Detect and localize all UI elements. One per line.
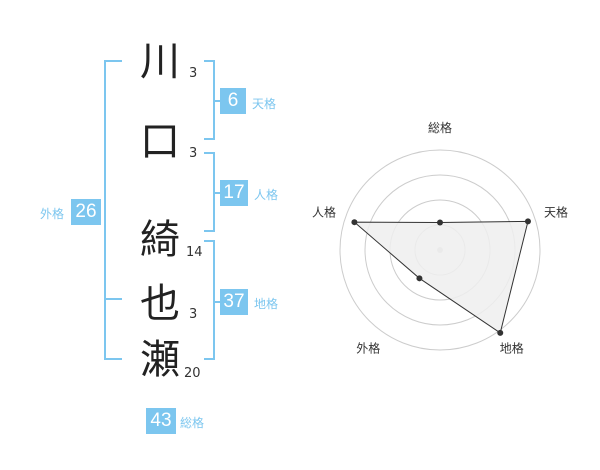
stroke-count-2: 3 xyxy=(189,146,198,161)
chikaku-bracket-bottom xyxy=(204,358,215,360)
jinkaku-bracket-stem xyxy=(213,192,220,194)
soukaku-value: 43 xyxy=(146,408,176,434)
gaikaku-label: 外格 xyxy=(40,207,65,221)
tenkaku-value: 6 xyxy=(220,88,246,114)
gaikaku-bracket-bottom xyxy=(104,358,122,360)
soukaku-label: 総格 xyxy=(180,416,205,430)
name-char-5: 瀬 xyxy=(140,337,180,383)
jinkaku-label: 人格 xyxy=(254,188,279,202)
radar-axis-label-4: 外格 xyxy=(356,341,380,356)
name-char-1: 川 xyxy=(140,39,180,85)
stroke-count-5: 20 xyxy=(184,366,201,381)
name-char-3: 綺 xyxy=(140,217,180,263)
tenkaku-bracket-bottom xyxy=(204,138,215,140)
radar-point-2 xyxy=(524,218,531,225)
stroke-count-4: 3 xyxy=(189,307,198,322)
radar-point-5 xyxy=(351,219,358,226)
chikaku-value: 37 xyxy=(220,289,248,315)
name-char-4: 也 xyxy=(140,281,180,327)
jinkaku-value: 17 xyxy=(220,180,248,206)
chikaku-label: 地格 xyxy=(254,297,279,311)
jinkaku-bracket-bottom xyxy=(204,230,215,232)
radar-point-1 xyxy=(437,219,443,226)
radar-axis-label-1: 総格 xyxy=(428,120,452,135)
stroke-count-1: 3 xyxy=(189,66,198,81)
name-char-2: 口 xyxy=(140,119,180,165)
gaikaku-bracket-inner xyxy=(104,298,122,300)
chikaku-bracket-vertical xyxy=(213,240,215,360)
radar-ring-4 xyxy=(339,149,541,351)
gaikaku-value: 26 xyxy=(71,199,101,225)
gaikaku-bracket-vertical xyxy=(104,60,106,360)
chikaku-bracket-stem xyxy=(213,301,220,303)
gaikaku-bracket-top xyxy=(104,60,122,62)
radar-point-4 xyxy=(416,275,423,282)
tenkaku-label: 天格 xyxy=(252,97,277,111)
tenkaku-bracket-stem xyxy=(213,100,220,102)
stroke-count-3: 14 xyxy=(186,245,203,260)
radar-point-3 xyxy=(497,329,504,336)
radar-axis-label-2: 天格 xyxy=(544,204,568,219)
tenkaku-bracket-top xyxy=(204,60,215,62)
radar-axis-label-5: 人格 xyxy=(312,204,336,219)
jinkaku-bracket-top xyxy=(204,152,215,154)
chikaku-bracket-top xyxy=(204,240,215,242)
radar-axis-label-3: 地格 xyxy=(500,341,524,356)
radar-polygon xyxy=(353,220,529,334)
